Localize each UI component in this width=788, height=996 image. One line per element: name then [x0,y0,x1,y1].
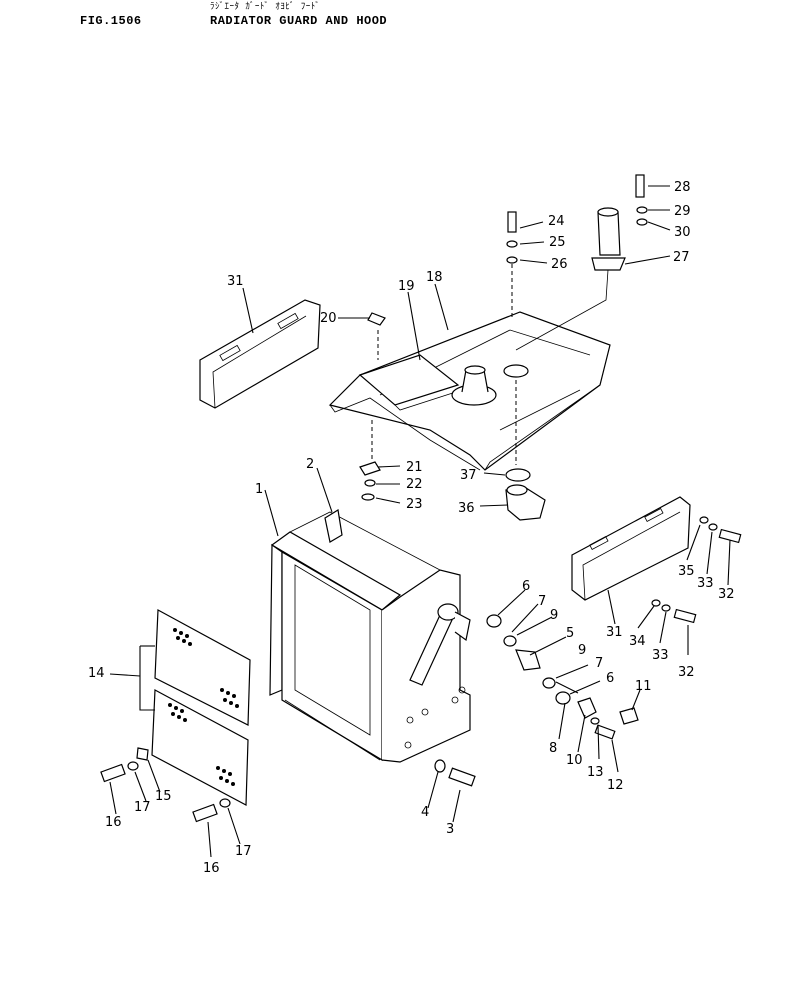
callout-37: 37 [460,468,477,483]
callout-17a: 17 [134,800,151,815]
callout-28: 28 [674,180,691,195]
side-cover-left [199,299,321,409]
callout-14: 14 [88,666,105,681]
callout-9a: 9 [550,608,558,623]
callout-36: 36 [458,501,475,516]
callout-12: 12 [607,778,624,793]
callout-15: 15 [155,789,172,804]
callout-25: 25 [549,235,566,250]
callout-32a: 32 [718,587,735,602]
japanese-title: ﾗｼﾞｴｰﾀ ｶﾞｰﾄﾞ ｵﾖﾋﾞ ﾌｰﾄﾞ [210,2,321,12]
callout-4: 4 [421,805,429,820]
hose-clamps-and-fittings [486,614,639,740]
callout-35: 35 [678,564,695,579]
bolt-small-parts [359,174,648,521]
figure-title: RADIATOR GUARD AND HOOD [210,14,388,28]
callout-19: 19 [398,279,415,294]
callout-21: 21 [406,460,423,475]
callout-27: 27 [673,250,690,265]
callout-13: 13 [587,765,604,780]
callout-17b: 17 [235,844,252,859]
callout-8: 8 [549,741,557,756]
callout-22: 22 [406,477,423,492]
frame-bracket [324,509,343,543]
callout-11: 11 [635,679,652,694]
callout-29: 29 [674,204,691,219]
callout-33a: 33 [697,576,714,591]
callout-31a: 31 [227,274,244,289]
alignment-lines [371,264,609,465]
callout-7a: 7 [538,594,546,609]
callout-16b: 16 [203,861,220,876]
callout-1: 1 [255,482,263,497]
callout-34: 34 [629,634,646,649]
air-precleaner-base [451,365,497,406]
callout-9b: 9 [578,643,586,658]
callout-16a: 16 [105,815,122,830]
callout-2: 2 [306,457,314,472]
callout-33b: 33 [652,648,669,663]
callout-18: 18 [426,270,443,285]
grille-lower [151,689,249,806]
callout-32b: 32 [678,665,695,680]
callout-7b: 7 [595,656,603,671]
callout-3: 3 [446,822,454,837]
hood-cover-plate [358,354,463,411]
side-cover-right [571,496,691,601]
callout-20: 20 [320,311,337,326]
lever-arm [409,603,471,686]
callout-10: 10 [566,753,583,768]
callout-24: 24 [548,214,565,229]
callout-6a: 6 [522,579,530,594]
callout-31b: 31 [606,625,623,640]
callout-6b: 6 [606,671,614,686]
grille-upper [154,609,251,726]
callout-23: 23 [406,497,423,512]
callout-labels: 1 2 3 4 5 6 6 7 7 8 9 9 10 11 12 13 14 1… [88,180,735,876]
callout-30: 30 [674,225,691,240]
figure-number: FIG.1506 [80,14,142,28]
leader-lines [109,185,731,858]
callout-5: 5 [566,626,574,641]
bolts-bottom [100,516,742,823]
callout-26: 26 [551,257,568,272]
